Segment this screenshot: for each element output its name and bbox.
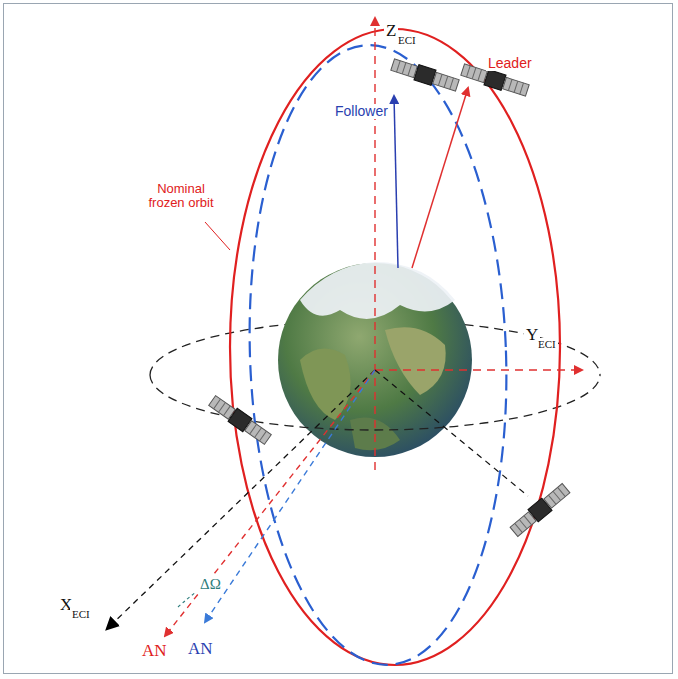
satellite-label: Leader [486,56,534,71]
satellite-label: Follower [333,104,390,119]
angle-label: ΔΩ [198,576,223,593]
orbit-note: Nominal frozen orbit [140,182,222,211]
axis-subscript: ECI [396,34,418,46]
axis-subscript: ECI [70,608,92,620]
node-label: AN [140,642,169,661]
axis-subscript: ECI [536,338,558,350]
node-label: AN [186,640,215,659]
